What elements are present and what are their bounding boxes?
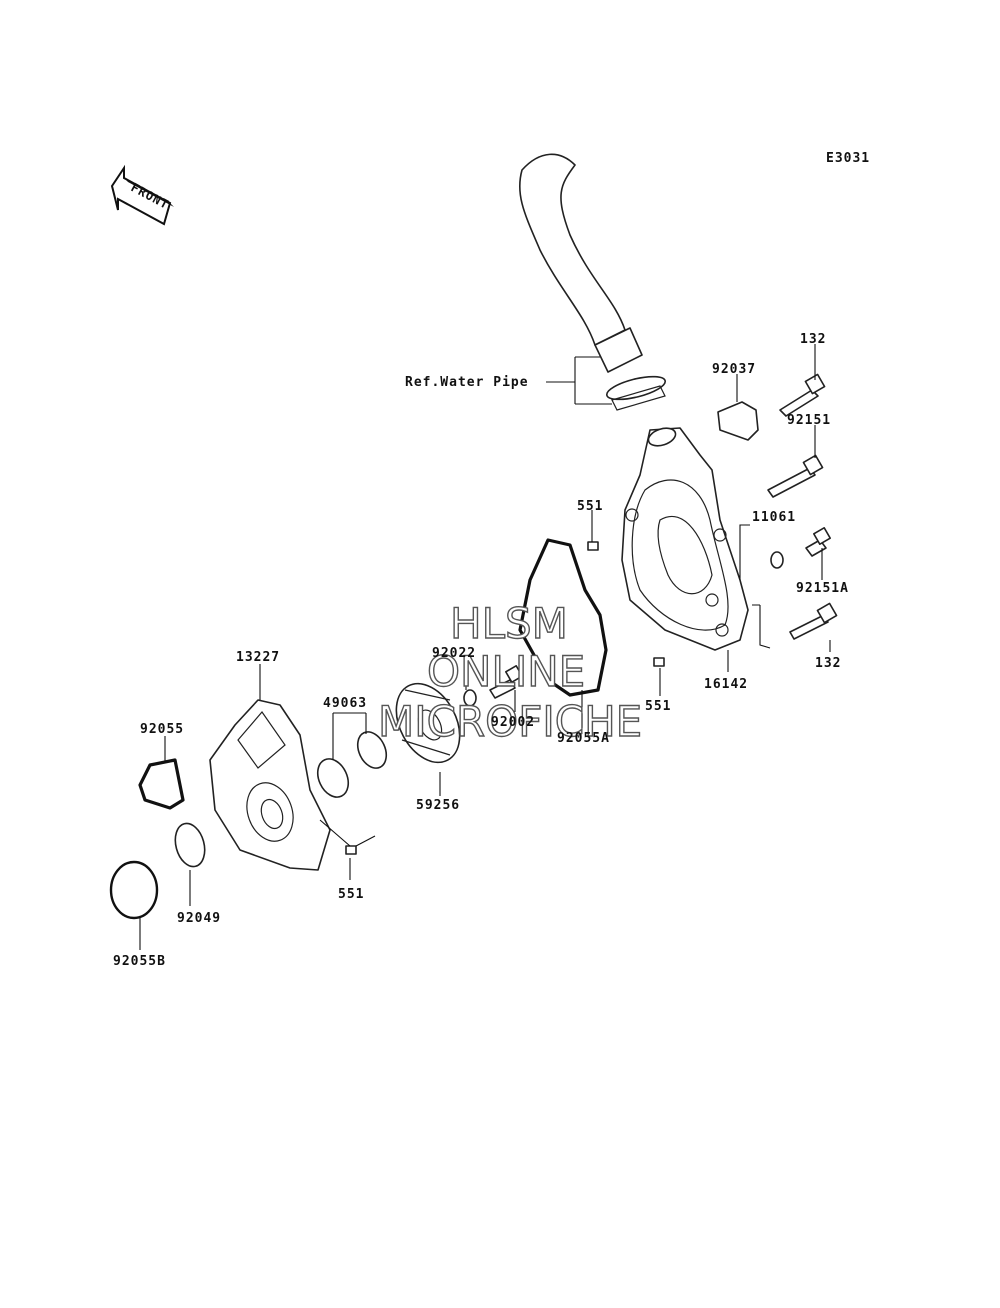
label-13227: 13227: [236, 650, 280, 665]
water-pipe: [518, 153, 666, 411]
watermark: HLSM ONLINE MICROFICHE: [377, 598, 643, 746]
diagram-code: E3031: [826, 151, 870, 166]
clip-92037: [717, 401, 759, 441]
label-551-right: 551: [645, 699, 671, 714]
ref-water-pipe-label: Ref.Water Pipe: [405, 375, 529, 390]
dowel-pin-551-right: [653, 657, 665, 667]
label-92055A: 92055A: [557, 731, 610, 746]
seal-49063-b: [316, 758, 350, 798]
bolt-92151A: [805, 527, 831, 557]
bolt-92002: [489, 665, 523, 699]
label-92151A: 92151A: [796, 581, 849, 596]
seal-92049: [174, 822, 206, 868]
bolt-92151: [767, 454, 824, 498]
label-132-top: 132: [800, 332, 826, 347]
oring-92055: [138, 758, 185, 810]
pump-body: [621, 427, 749, 651]
label-92037: 92037: [712, 362, 756, 377]
dowel-pin-551-bottom: [345, 845, 357, 855]
label-49063: 49063: [323, 696, 367, 711]
dowel-pin-551-top: [587, 541, 599, 551]
label-92022: 92022: [432, 646, 476, 661]
label-551-top: 551: [577, 499, 603, 514]
bolt-132-bottom: [789, 602, 838, 640]
label-59256: 59256: [416, 798, 460, 813]
pump-cover-13227: [209, 699, 331, 871]
washer-11061: [770, 551, 784, 569]
washer-92022: [463, 689, 477, 707]
label-551-bottom: 551: [338, 887, 364, 902]
label-11061: 11061: [752, 510, 796, 525]
label-132-bottom: 132: [815, 656, 841, 671]
oring-92055B: [109, 860, 159, 920]
label-16142: 16142: [704, 677, 748, 692]
watermark-line-1: HLSM: [450, 599, 568, 648]
gasket-92055A: [518, 538, 608, 697]
bolt-132-top: [779, 373, 826, 417]
label-92055: 92055: [140, 722, 184, 737]
front-arrow-icon: FRONT: [110, 164, 174, 226]
ref-bracket: [546, 356, 612, 405]
leader-lines: [139, 344, 831, 950]
seal-49063-a: [356, 731, 388, 769]
label-92055B: 92055B: [113, 954, 166, 969]
label-92049: 92049: [177, 911, 221, 926]
impeller-59256: [395, 682, 461, 764]
label-92151: 92151: [787, 413, 831, 428]
label-92002: 92002: [491, 715, 535, 730]
watermark-line-2: ONLINE: [427, 647, 585, 696]
watermark-line-3: MICROFICHE: [378, 697, 642, 746]
